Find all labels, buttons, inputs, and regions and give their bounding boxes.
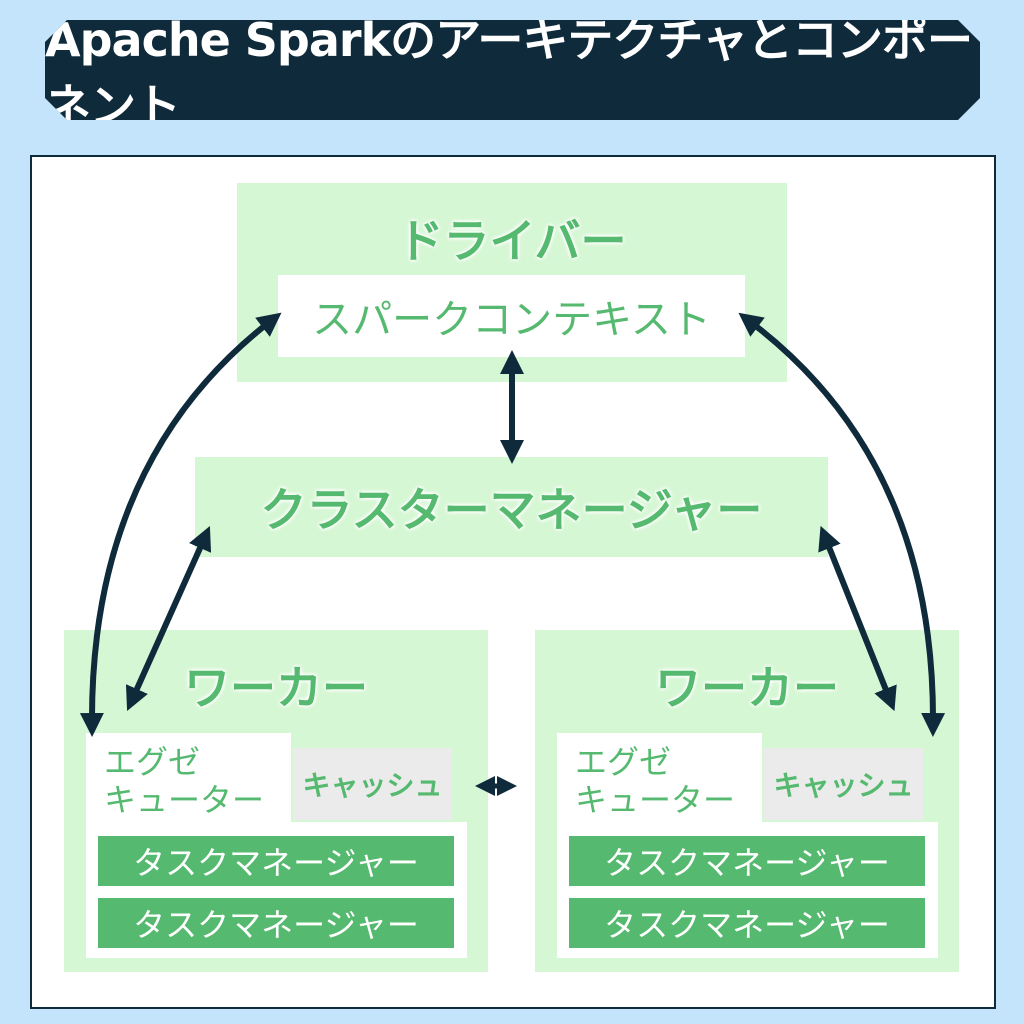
task-manager: タスクマネージャー — [98, 898, 454, 948]
executor-label-2: キューター — [104, 781, 265, 819]
arrow-cluster-worker1 — [125, 526, 212, 711]
page-title: Apache Sparkのアーキテクチャとコンポーネント — [45, 20, 980, 120]
spark-context: スパークコンテキスト — [278, 275, 745, 357]
arrow-driver-worker1 — [79, 312, 282, 737]
executor: エグゼキューター — [86, 733, 291, 823]
executor-label-1: エグゼ — [575, 743, 672, 781]
arrow-driver-worker2 — [738, 312, 946, 737]
arrow-cluster-worker2 — [818, 525, 897, 712]
executor-label-2: キューター — [575, 781, 736, 819]
cluster-manager: クラスターマネージャー — [195, 457, 828, 557]
worker-box-2: ワーカー エグゼキューター キャッシュ タスクマネージャー タスクマネージャー — [535, 630, 959, 972]
executor-body: タスクマネージャー タスクマネージャー — [86, 822, 467, 958]
cache: キャッシュ — [764, 748, 923, 820]
executor: エグゼキューター — [557, 733, 762, 823]
executor-body: タスクマネージャー タスクマネージャー — [557, 822, 938, 958]
task-manager: タスクマネージャー — [98, 836, 454, 886]
task-manager: タスクマネージャー — [569, 836, 925, 886]
driver-label: ドライバー — [397, 214, 627, 268]
cache: キャッシュ — [293, 748, 452, 820]
driver-box: ドライバー スパークコンテキスト — [237, 183, 787, 382]
executor-label-1: エグゼ — [104, 743, 201, 781]
task-manager: タスクマネージャー — [569, 898, 925, 948]
